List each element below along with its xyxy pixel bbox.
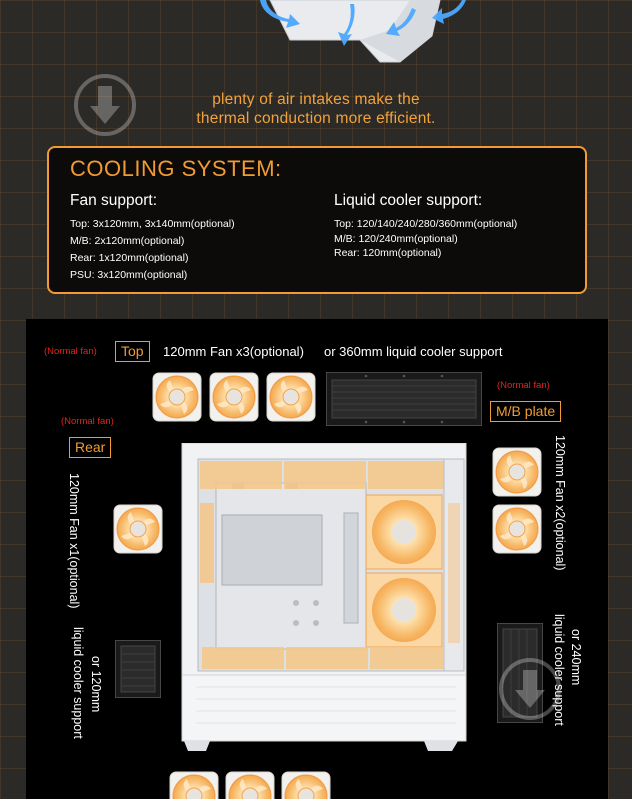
rear-fan-text: 120mm Fan x1(optional) [67,473,81,609]
fan-icon [492,504,542,554]
liquid-support-item: M/B: 120/240mm(optional) [334,232,458,245]
fan-icon [113,504,163,554]
pc-case-illustration [181,443,467,751]
fan-support-item: M/B: 2x120mm(optional) [70,235,185,247]
case-top-fragment [260,0,466,63]
liquid-support-item: Top: 120/140/240/280/360mm(optional) [334,218,518,230]
fan-icon [492,447,542,497]
mb-cooler-text-2: liquid cooler support [552,614,566,726]
fan-support-item: PSU: 3x120mm(optional) [70,269,188,281]
mb-fan-text: 120mm Fan x2(optional) [553,435,567,571]
fan-support-list: Top: 3x120mm, 3x140mm(optional) M/B: 2x1… [70,216,235,284]
mb-location-label: M/B plate [490,401,562,422]
download-arrow-icon [74,74,136,136]
fan-icon [281,771,331,799]
mb-normal-fan-note: (Normal fan) [497,380,550,391]
top-cooler-text: or 360mm liquid cooler support [324,344,503,359]
fan-icon [152,372,202,422]
fan-icon [266,372,316,422]
mb-cooler-text-1: or 240mm [569,629,583,686]
fan-icon [209,372,259,422]
top-location-label: Top [115,341,150,362]
cooling-title: COOLING SYSTEM: [70,156,282,181]
liquid-support-list: Top: 120/140/240/280/360mm(optional) M/B… [334,217,517,261]
fan-support-item: Rear: 1x120mm(optional) [70,252,189,264]
intro-line-2: thermal conduction more efficient. [196,110,436,127]
rear-cooler-text-2: liquid cooler support [71,627,85,739]
radiator-icon [326,372,482,426]
liquid-support-item: Rear: 120mm(optional) [334,247,442,259]
intro-line-1: plenty of air intakes make the [212,91,420,108]
rear-location-label: Rear [69,437,112,458]
fan-support-title: Fan support: [70,192,158,209]
cooling-system-box: COOLING SYSTEM: Fan support: Top: 3x120m… [47,146,587,294]
fan-support-item: Top: 3x120mm, 3x140mm(optional) [70,218,235,230]
rear-cooler-text-1: or 120mm [89,656,103,713]
fan-icon [225,771,275,799]
radiator-icon [115,640,161,698]
download-arrow-icon [499,658,561,720]
fan-icon [169,771,219,799]
radiator-icon [497,623,543,723]
liquid-support-title: Liquid cooler support: [334,192,483,209]
rear-normal-fan-note: (Normal fan) [61,416,114,427]
top-normal-fan-note: (Normal fan) [44,346,97,357]
top-fan-text: 120mm Fan x3(optional) [163,344,304,359]
airflow-arrow-icon [260,0,466,46]
